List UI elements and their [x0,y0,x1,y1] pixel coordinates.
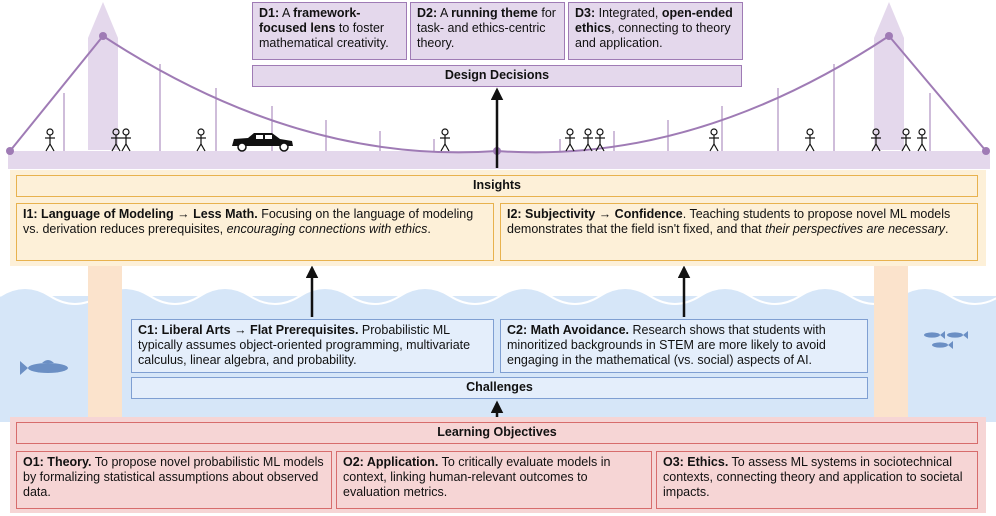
d2-label: D2: [417,6,438,20]
design-decisions-header: Design Decisions [252,65,742,87]
design-d1: D1: A framework-focused lens to foster m… [252,2,407,60]
d1-text-b: to foster mathematical creativity. [259,21,389,50]
c2-text: Research shows that students with minori… [507,323,826,367]
challenge-c2: C2: Math Avoidance. Research shows that … [500,319,868,373]
d3-text-b: , connecting to theory and application. [575,21,731,50]
d1-emphasis: framework-focused lens [259,6,361,35]
wave-line [0,287,996,305]
o1-text: To propose novel probabilistic ML models… [23,455,324,499]
learning-objectives-header: Learning Objectives [16,422,978,444]
pedestrians [44,128,928,152]
insights-header: Insights [16,175,978,197]
o3-text: To assess ML systems in sociotechnical c… [663,455,963,499]
suspension-cables [9,35,987,154]
c1-label: C1: Liberal Arts → Flat Prerequisites. [138,323,359,337]
d1-text-a: A [279,6,294,20]
fish-school-icon [924,331,968,349]
insight-i2: I2: Subjectivity → Confidence. Teaching … [500,203,978,261]
insight-i1: I1: Language of Modeling → Less Math. Fo… [16,203,494,261]
right-tower [874,2,908,420]
fish-icon [20,360,68,375]
d2-emphasis: running theme [451,6,538,20]
c1-text: Probabilistic ML typically assumes objec… [138,323,471,367]
i2-end: . [945,222,949,236]
d3-emphasis: open-ended ethics [575,6,733,35]
design-d2: D2: A running theme for task- and ethics… [410,2,565,60]
hanger-cables [63,64,931,151]
i2-italic: their perspectives are necessary [765,222,946,236]
i2-text: . Teaching students to propose novel ML … [507,207,951,236]
objective-o1: O1: Theory. To propose novel probabilist… [16,451,332,509]
bridge-deck [8,151,990,169]
o1-label: O1: Theory. [23,455,92,469]
flow-arrows [305,87,691,418]
o3-label: O3: Ethics. [663,455,729,469]
i1-italic: encouraging connections with ethics [226,222,428,236]
design-d3: D3: Integrated, open-ended ethics, conne… [568,2,743,60]
i2-label: I2: Subjectivity → Confidence [507,207,683,221]
water-waves [0,288,996,304]
d2-text-b: for task- and ethics-centric theory. [417,6,556,50]
objective-o2: O2: Application. To critically evaluate … [336,451,652,509]
car-icon [232,133,293,152]
left-tower [88,2,122,420]
c2-label: C2: Math Avoidance. [507,323,630,337]
challenges-header: Challenges [131,377,868,399]
d2-text-a: A [437,6,452,20]
o2-text: To critically evaluate models in context… [343,455,611,499]
i1-end: . [427,222,431,236]
i1-text: Focusing on the language of modeling vs.… [23,207,474,236]
o2-label: O2: Application. [343,455,439,469]
challenge-c1: C1: Liberal Arts → Flat Prerequisites. P… [131,319,494,373]
d3-text-a: Integrated, [595,6,662,20]
d3-label: D3: [575,6,596,20]
i1-label: I1: Language of Modeling → Less Math. [23,207,258,221]
d1-label: D1: [259,6,280,20]
objective-o3: O3: Ethics. To assess ML systems in soci… [656,451,978,509]
